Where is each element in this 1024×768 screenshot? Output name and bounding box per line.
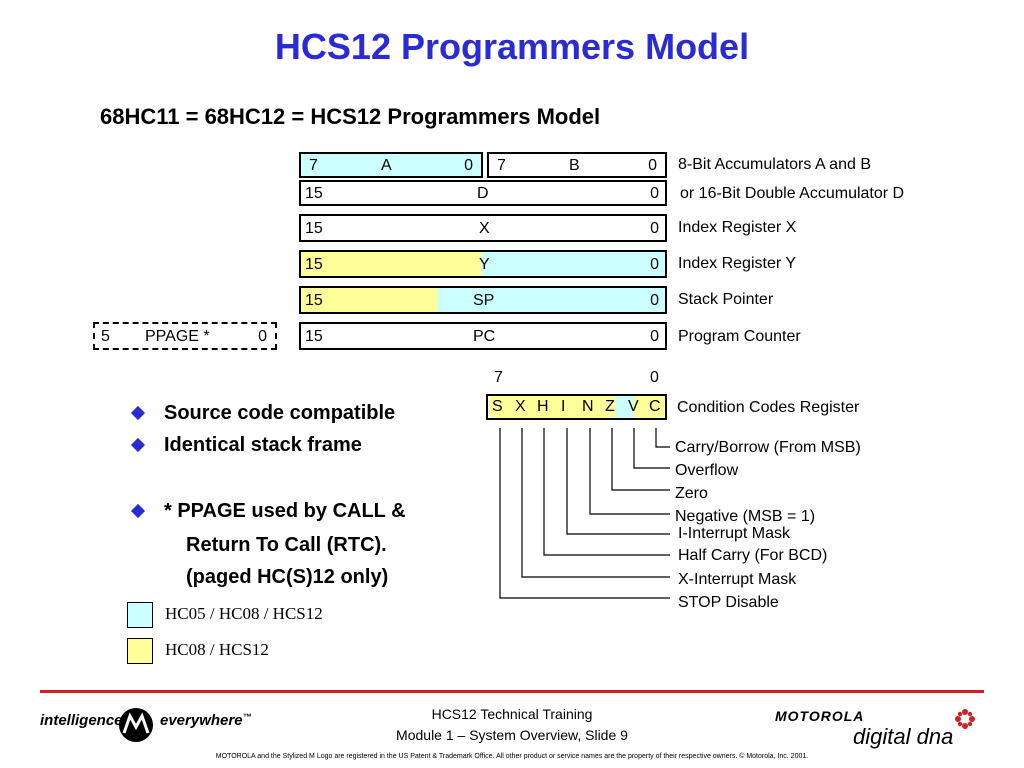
ccr-bit-v: V [628,398,639,415]
footer-copyright: MOTOROLA and the Stylized M Logo are reg… [215,753,809,760]
brand-intelligence: intelligence [40,712,123,729]
register-y-lo-bit: 0 [650,256,659,273]
register-y: 15 Y 0 [299,250,667,278]
ccr-bit-c: C [649,398,661,415]
legend-label-yellow: HC08 / HCS12 [165,640,269,659]
register-b-name: B [569,157,580,174]
ccr-lo-bit: 0 [650,369,659,386]
ccr-bit-label-c: Carry/Borrow (From MSB) [675,439,861,456]
ccr-bit-label-n: Negative (MSB = 1) [675,508,816,525]
register-x-hi-bit: 15 [305,220,323,237]
register-x-name: X [479,220,490,237]
footer-brand-left-2: everywhere™ [160,712,252,729]
register-x-lo-bit: 0 [650,220,659,237]
legend-swatch-yellow [127,638,153,664]
brand-everywhere: everywhere [160,712,243,729]
bullet-item: Identical stack frame [164,434,362,456]
register-d-lo-bit: 0 [650,185,659,202]
register-sp: 15 SP 0 [299,286,667,314]
ccr-bit-label-s: STOP Disable [678,594,779,611]
footer-brand-digitaldna: digital dna [853,724,954,749]
register-x-desc: Index Register X [678,219,797,236]
bullet-item: * PPAGE used by CALL & [164,500,406,522]
footer-brand-left: intelligence [40,712,123,729]
register-sp-desc: Stack Pointer [678,291,774,308]
bullet-continuation: Return To Call (RTC). [186,534,387,556]
ccr-bit-label-z: Zero [675,485,708,502]
ccr-bit-i: I [561,398,566,415]
ccr-bit-n: N [582,398,594,415]
register-pc-hi-bit: 15 [305,328,323,345]
register-a-lo-bit: 0 [464,157,473,174]
register-y-hi-bit: 15 [305,256,323,273]
ccr-register [486,394,667,420]
register-a-name: A [381,157,392,174]
register-d-hi-bit: 15 [305,185,323,202]
ccr-bit-x: X [515,398,526,415]
ccr-bit-label-i: I-Interrupt Mask [678,525,791,542]
page-title: HCS12 Programmers Model [274,26,750,67]
register-sp-name: SP [473,292,495,309]
register-y-name: Y [479,256,490,273]
register-d-desc: or 16-Bit Double Accumulator D [680,185,905,202]
bullet-continuation: (paged HC(S)12 only) [186,566,389,588]
ccr-bit-label-x: X-Interrupt Mask [678,571,797,588]
subtitle: 68HC11 = 68HC12 = HCS12 Programmers Mode… [100,104,601,129]
legend-swatch-cyan [127,602,153,628]
register-ppage-hi-bit: 5 [101,328,110,345]
register-x: 15 X 0 [299,214,667,242]
register-pc-lo-bit: 0 [650,328,659,345]
register-pc-name: PC [473,328,496,345]
ccr-desc: Condition Codes Register [677,399,860,416]
ccr-bit-label-v: Overflow [675,462,739,479]
register-d: 15 D 0 [299,180,667,206]
register-ppage-lo-bit: 0 [258,328,267,345]
register-b: 7 B 0 [487,152,667,178]
register-b-hi-bit: 7 [497,157,506,174]
register-d-name: D [477,185,489,202]
ccr-hi-bit: 7 [494,369,503,386]
ccr-bit-h: H [537,398,549,415]
dna-star-icon [955,709,975,729]
ccr-bit-z: Z [605,398,615,415]
ccr-bit-label-h: Half Carry (For BCD) [678,547,828,564]
register-ppage-name: PPAGE * [145,328,210,345]
register-a-hi-bit: 7 [309,157,318,174]
register-ppage: 5 PPAGE * 0 [93,322,277,350]
legend-label-cyan: HC05 / HC08 / HCS12 [165,604,323,623]
bullet-item: Source code compatible [164,402,396,424]
register-a: 7 A 0 [299,152,483,178]
register-ab-desc: 8-Bit Accumulators A and B [678,156,871,173]
register-y-desc: Index Register Y [678,255,796,272]
motorola-logo-icon [119,708,153,742]
ccr-bit-letters: S X H I N Z V C [488,397,665,417]
register-b-lo-bit: 0 [648,157,657,174]
register-pc: 15 PC 0 [299,322,667,350]
footer-brand-motorola: MOTOROLA [775,708,865,724]
register-pc-desc: Program Counter [678,328,801,345]
footer-divider [40,690,984,693]
register-sp-lo-bit: 0 [650,292,659,309]
trademark-symbol: ™ [242,712,252,722]
footer-center-line-2: Module 1 – System Overview, Slide 9 [396,727,628,743]
footer-center-line-1: HCS12 Technical Training [431,706,593,722]
register-sp-hi-bit: 15 [305,292,323,309]
ccr-bit-s: S [492,398,503,415]
